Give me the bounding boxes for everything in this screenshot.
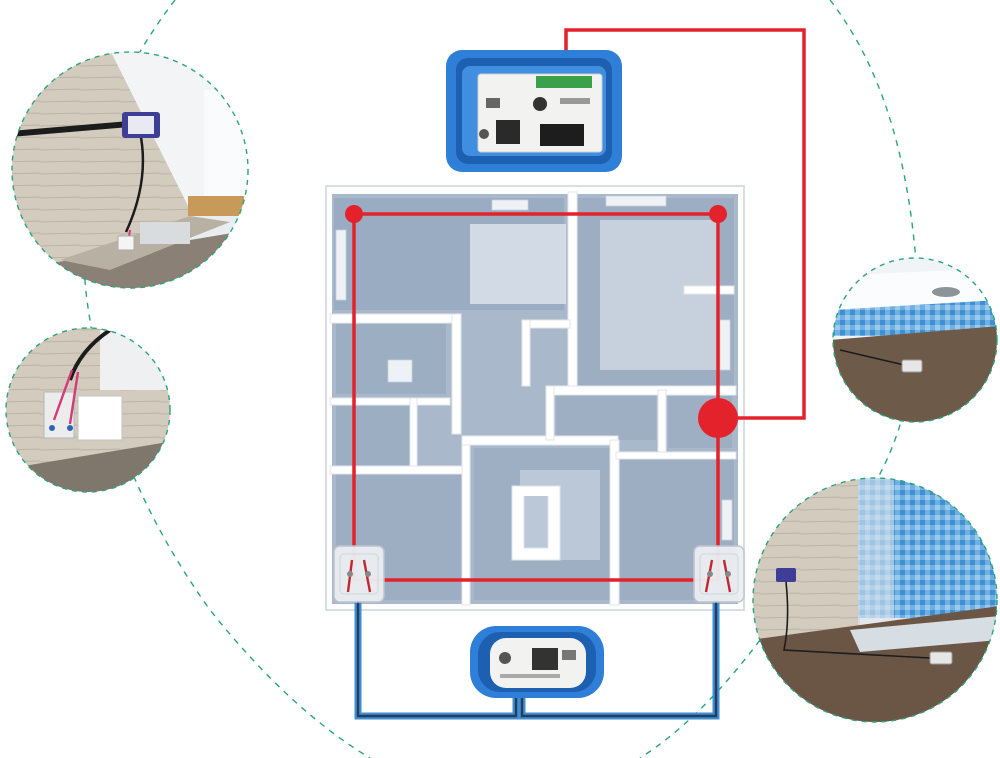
inset-socket-box xyxy=(5,327,171,493)
junction-box-right xyxy=(693,545,745,603)
floor-plan xyxy=(325,185,745,611)
power-module xyxy=(470,626,604,698)
water-sensor-icon xyxy=(929,651,953,665)
inset-wet-room xyxy=(752,477,998,723)
guide-arc-lower-right xyxy=(639,639,761,758)
supply-wiring xyxy=(354,600,720,720)
link-to-control-unit xyxy=(564,28,806,420)
sensor-node-icon xyxy=(345,205,363,223)
sensor-node-icon xyxy=(698,398,738,438)
wall-socket-icon xyxy=(776,568,796,582)
sensor-node-icon xyxy=(709,205,727,223)
inset-wall-socket xyxy=(11,51,249,289)
junction-box-icon xyxy=(333,545,385,603)
sensor-nodes xyxy=(345,205,738,438)
control-unit xyxy=(446,50,622,172)
junction-box-left xyxy=(333,545,385,603)
water-sensor-icon xyxy=(901,359,923,373)
guide-arc-right xyxy=(829,0,919,521)
inset-floor-sensor xyxy=(832,257,998,423)
